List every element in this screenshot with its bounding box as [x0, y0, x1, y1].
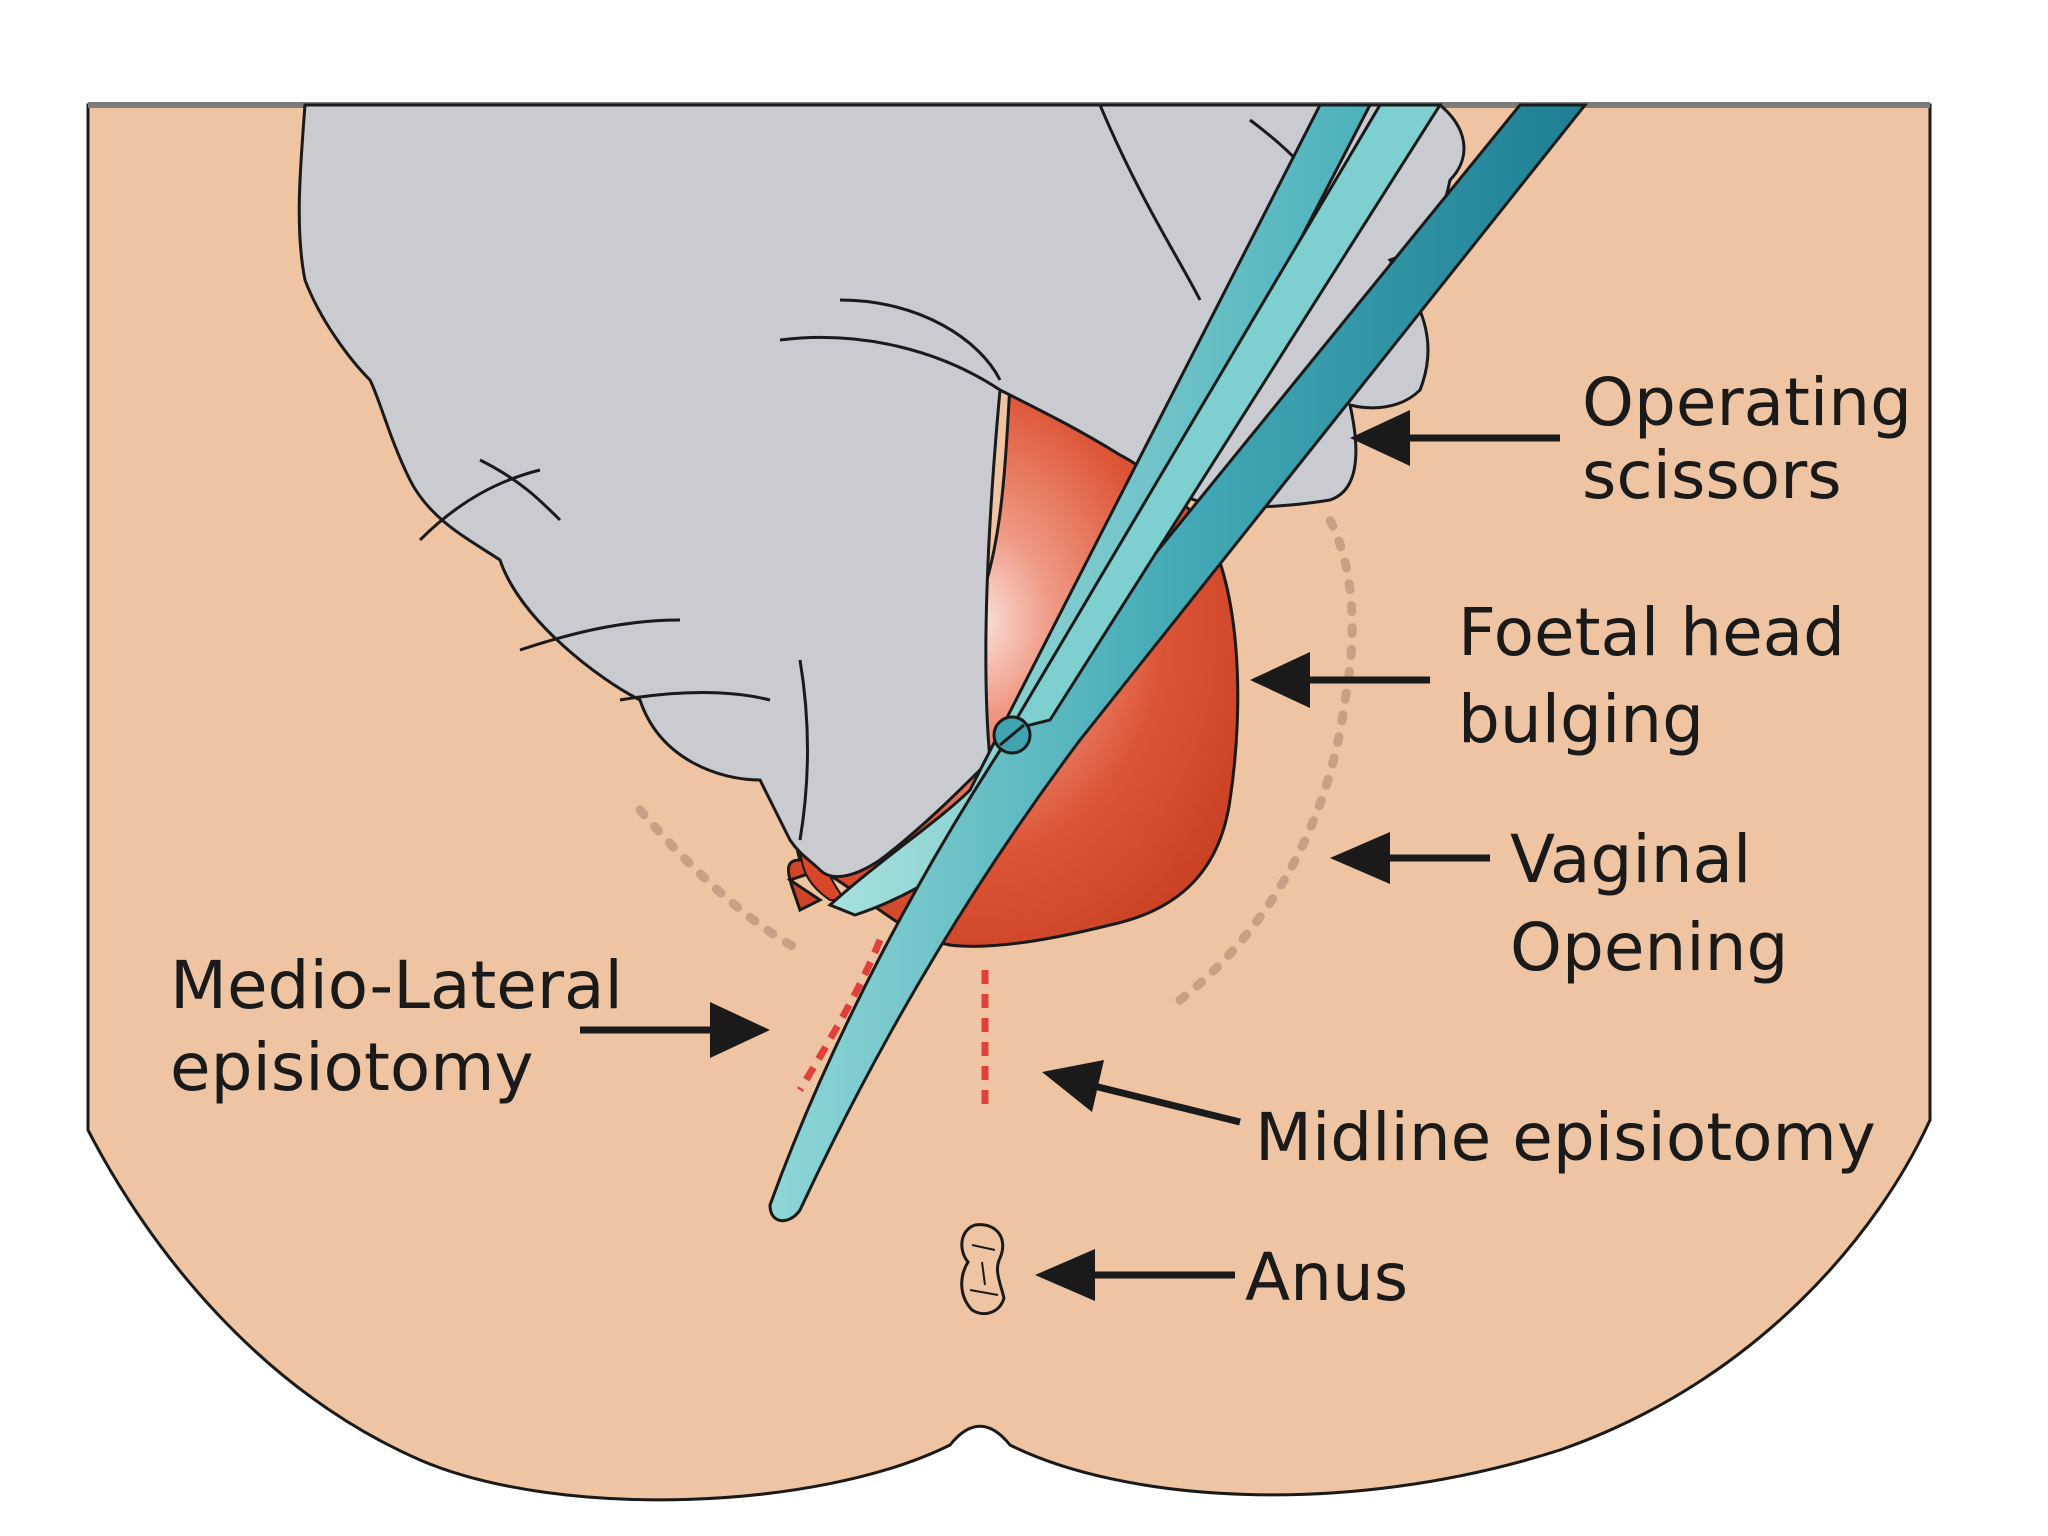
hand-crease-6: [839, 298, 1002, 381]
hand-crease-5: [779, 335, 1001, 392]
hand-crease-1: [418, 468, 541, 542]
arrow-operating-scissors: [1350, 410, 1560, 466]
arrow-midline: [1042, 1060, 1241, 1126]
anus-symbol-icon: [960, 1223, 1006, 1315]
hand-crease-3: [519, 618, 681, 652]
label-operating-scissors-line2: scissors: [1582, 437, 1842, 514]
label-vaginal-opening-line1: Vaginal: [1510, 821, 1751, 898]
hand-crease-2: [479, 458, 562, 522]
scissors-pivot-slot: [999, 723, 1025, 747]
label-anus: Anus: [1245, 1239, 1408, 1316]
label-vaginal-opening-line2: Opening: [1510, 909, 1788, 986]
arrow-vaginal-opening: [1330, 832, 1490, 884]
arrow-medio-lateral: [580, 1002, 770, 1058]
hand-crease-4: [619, 691, 771, 702]
medio-lateral-incision: [796, 938, 884, 1092]
gloved-hand: [297, 103, 1466, 879]
scissors-blade-right: [768, 103, 1589, 1223]
arrow-anus: [1035, 1249, 1235, 1301]
label-foetal-head-line2: bulging: [1458, 681, 1704, 758]
label-medio-lateral-line1: Medio-Lateral: [170, 947, 623, 1024]
scissors-blade-cross: [1006, 103, 1443, 733]
label-medio-lateral-line2: episiotomy: [170, 1029, 534, 1106]
label-operating-scissors-line1: Operating: [1582, 364, 1912, 441]
vaginal-opening-outline: [635, 515, 1357, 1005]
hand-crease-7: [1098, 104, 1202, 301]
label-foetal-head-line1: Foetal head: [1458, 594, 1845, 671]
hand-crease-9: [798, 659, 809, 841]
arrow-foetal-head: [1250, 652, 1430, 708]
label-midline-episiotomy: Midline episiotomy: [1255, 1099, 1876, 1176]
